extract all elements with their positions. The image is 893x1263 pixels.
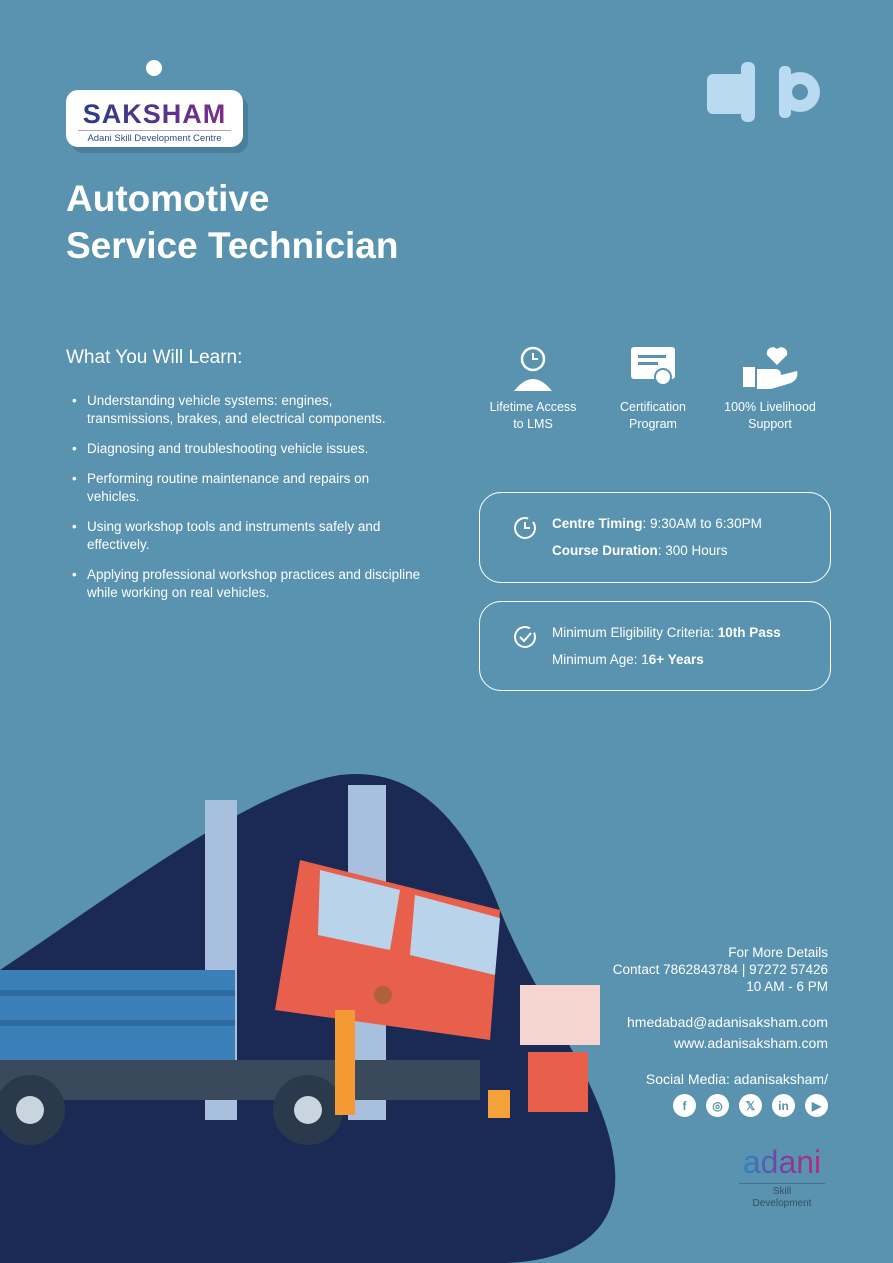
workshop-illustration — [0, 773, 616, 1263]
learn-list: Understanding vehicle systems: engines, … — [72, 392, 422, 614]
contact-details: For More Details Contact 7862843784 | 97… — [613, 944, 828, 1088]
list-item: Diagnosing and troubleshooting vehicle i… — [72, 440, 422, 458]
minimum-age: Minimum Age: 16+ Years — [552, 652, 704, 667]
title-line-1: Automotive — [66, 178, 270, 219]
feature-label: to LMS — [513, 417, 553, 431]
centre-timing: Centre Timing: 9:30AM to 6:30PM — [552, 516, 762, 531]
list-item: Using workshop tools and instruments saf… — [72, 518, 422, 554]
feature-label: Lifetime Access — [489, 400, 577, 414]
certificate-icon — [631, 347, 675, 386]
x-icon[interactable]: 𝕏 — [739, 1094, 762, 1117]
brand-sub: Skill — [772, 1186, 792, 1197]
eligibility-criteria: Minimum Eligibility Criteria: 10th Pass — [552, 625, 781, 640]
logo-tagline: Adani Skill Development Centre — [78, 130, 231, 144]
feature-label: Support — [748, 417, 792, 431]
automotive-tools-icon — [707, 62, 820, 122]
logo-hanger — [146, 60, 162, 76]
contact-email[interactable]: hmedabad@adanisaksham.com — [627, 1014, 828, 1030]
check-circle-icon — [514, 626, 536, 648]
details-heading: For More Details — [728, 945, 828, 960]
contact-website[interactable]: www.adanisaksham.com — [673, 1035, 828, 1051]
social-media-handle: Social Media: adanisaksham/ — [645, 1071, 828, 1087]
list-item: Applying professional workshop practices… — [72, 566, 422, 602]
linkedin-icon[interactable]: in — [772, 1094, 795, 1117]
instagram-icon[interactable]: ◎ — [706, 1094, 729, 1117]
timing-box: Centre Timing: 9:30AM to 6:30PM Course D… — [479, 492, 831, 583]
list-item: Performing routine maintenance and repai… — [72, 470, 422, 506]
learn-heading: What You Will Learn: — [66, 347, 243, 368]
feature-label: Certification — [620, 400, 686, 414]
brand-name: adani — [739, 1145, 825, 1179]
saksham-logo: SAKSHAM Adani Skill Development Centre — [66, 90, 243, 147]
feature-lms: Lifetime Access to LMS — [473, 345, 593, 433]
social-icons: f ◎ 𝕏 in ▶ — [673, 1094, 828, 1117]
hand-heart-icon — [743, 347, 798, 389]
logo-name: SAKSHAM — [66, 100, 243, 128]
feature-label: Program — [629, 417, 677, 431]
contact-hours: 10 AM - 6 PM — [746, 979, 828, 994]
course-duration: Course Duration: 300 Hours — [552, 543, 728, 558]
user-clock-icon — [514, 346, 552, 391]
eligibility-box: Minimum Eligibility Criteria: 10th Pass … — [479, 601, 831, 691]
youtube-icon[interactable]: ▶ — [805, 1094, 828, 1117]
feature-label: 100% Livelihood — [724, 400, 816, 414]
contact-phone: Contact 7862843784 | 97272 57426 — [612, 962, 828, 977]
clock-icon — [514, 517, 536, 539]
facebook-icon[interactable]: f — [673, 1094, 696, 1117]
brand-sub: Development — [752, 1198, 812, 1209]
title-line-2: Service Technician — [66, 225, 399, 266]
list-item: Understanding vehicle systems: engines, … — [72, 392, 422, 428]
